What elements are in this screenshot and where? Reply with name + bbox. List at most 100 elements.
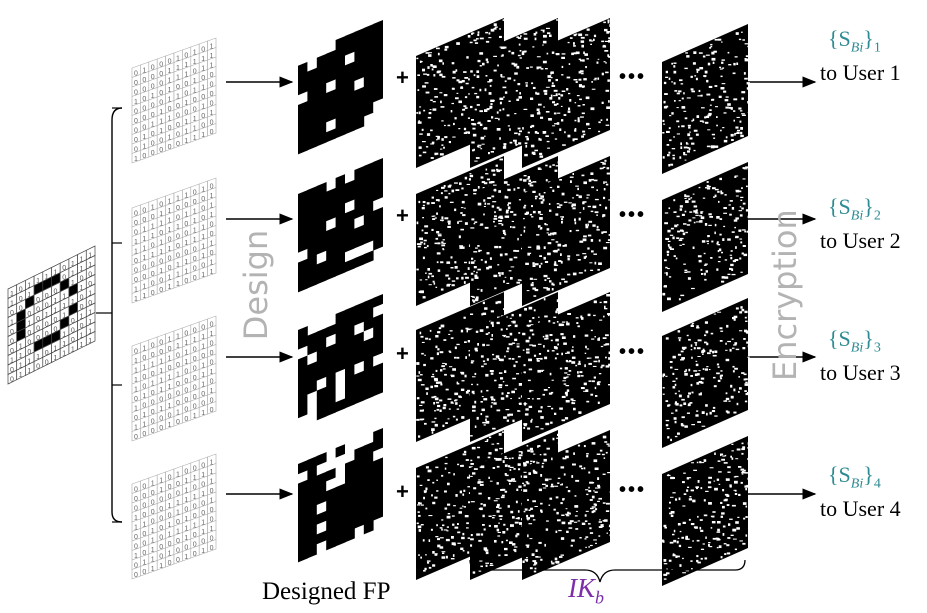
noise-speck <box>435 345 438 349</box>
noise-speck <box>723 543 727 545</box>
fp-pixel <box>307 465 318 480</box>
noise-speck <box>668 207 671 210</box>
noise-speck <box>577 444 581 447</box>
noise-speck <box>725 392 728 395</box>
noise-speck <box>568 512 571 515</box>
noise-speck <box>564 372 568 374</box>
fp-pixel <box>335 463 346 478</box>
noise-speck <box>574 495 577 497</box>
noise-speck <box>529 184 534 187</box>
noise-speck <box>495 458 500 461</box>
noise-speck <box>717 366 720 368</box>
noise-speck <box>487 332 490 334</box>
noise-speck <box>576 95 580 97</box>
fp-pixel <box>354 28 365 43</box>
noise-speck <box>742 202 746 205</box>
noise-speck <box>541 369 545 371</box>
fp-pixel <box>363 33 374 48</box>
noise-speck <box>734 176 737 178</box>
noise-speck <box>434 417 437 420</box>
noise-speck <box>727 103 731 106</box>
noise-speck <box>739 387 742 390</box>
grid-digit: 1 <box>54 298 58 305</box>
noise-speck <box>721 192 724 195</box>
noise-speck <box>740 196 744 198</box>
binary-digit: 0 <box>193 551 197 558</box>
fp-pixel <box>316 327 327 342</box>
noise-speck <box>574 221 577 225</box>
noise-speck <box>676 237 680 239</box>
noise-speck <box>530 97 534 100</box>
noise-speck <box>426 73 430 76</box>
noise-speck <box>444 373 447 376</box>
noise-speck <box>673 211 677 213</box>
noise-speck <box>584 352 587 354</box>
binary-digit: 0 <box>201 325 205 332</box>
noise-speck <box>693 370 698 372</box>
noise-speck <box>456 356 460 359</box>
noise-speck <box>741 97 744 100</box>
noise-speck <box>454 346 457 350</box>
fp-pixel <box>373 486 383 501</box>
noise-speck <box>421 61 423 63</box>
noise-speck <box>678 390 680 392</box>
noise-speck <box>555 165 559 167</box>
noise-speck <box>565 486 568 488</box>
noise-speck <box>443 185 446 188</box>
noise-speck <box>711 57 716 61</box>
binary-digit: 1 <box>134 99 138 106</box>
noise-speck <box>555 213 559 216</box>
noise-speck <box>734 475 739 478</box>
fp-pixel <box>298 209 308 224</box>
noise-speck <box>716 241 719 244</box>
noise-speck <box>491 205 495 208</box>
binary-digit: 0 <box>168 494 172 501</box>
noise-speck <box>498 433 502 436</box>
noise-speck <box>697 339 702 342</box>
noise-speck <box>606 31 610 34</box>
noise-speck <box>509 413 513 416</box>
noise-speck <box>490 338 493 341</box>
binary-digit: 0 <box>159 278 163 285</box>
noise-speck <box>740 306 743 309</box>
noise-speck <box>490 99 494 102</box>
fp-pixel <box>363 356 374 371</box>
noise-speck <box>731 139 734 141</box>
noise-speck <box>590 40 594 42</box>
binary-digit: 1 <box>193 209 197 216</box>
fp-pixel <box>298 489 308 504</box>
binary-digit: 0 <box>134 434 138 441</box>
noise-speck <box>514 324 518 328</box>
noise-speck <box>705 121 709 124</box>
noise-speck <box>677 330 681 333</box>
noise-speck <box>711 99 715 101</box>
noise-speck <box>679 156 682 159</box>
binary-digit: 1 <box>168 246 172 253</box>
noise-speck <box>481 396 484 398</box>
noise-speck <box>476 70 480 73</box>
noise-speck <box>688 219 691 222</box>
fp-pixel <box>335 493 346 508</box>
noise-speck <box>608 234 613 236</box>
noise-speck <box>702 368 705 370</box>
noise-speck <box>523 489 528 492</box>
noise-speck <box>565 321 568 323</box>
noise-speck <box>689 131 691 133</box>
fp-pixel <box>345 335 355 350</box>
binary-digit: 1 <box>151 566 155 573</box>
noise-speck <box>501 272 504 275</box>
noise-speck <box>450 256 453 259</box>
noise-speck <box>577 117 580 120</box>
noise-speck <box>540 558 543 561</box>
binary-digit: 0 <box>176 253 180 260</box>
noise-speck <box>498 208 502 211</box>
noise-speck <box>543 34 547 38</box>
noise-speck <box>573 34 577 37</box>
noise-speck <box>700 487 703 490</box>
noise-speck <box>513 249 517 252</box>
noise-speck <box>738 229 742 232</box>
noise-speck <box>707 352 711 355</box>
noise-speck <box>468 78 470 81</box>
noise-speck <box>719 375 722 378</box>
noise-speck <box>696 115 700 118</box>
